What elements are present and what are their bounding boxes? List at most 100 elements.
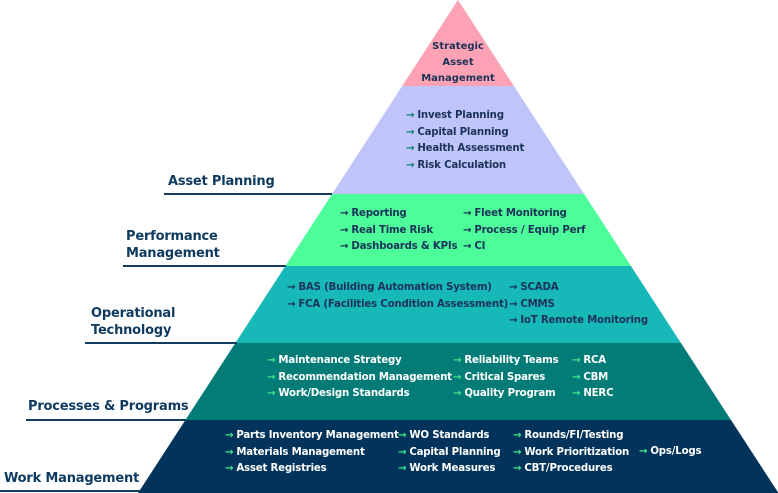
label-line: Performance [126, 229, 218, 244]
tier-item: →Work Measures [398, 461, 495, 478]
tier-item: →Dashboards & KPIs [340, 239, 458, 256]
arrow-icon: → [572, 388, 581, 399]
arrow-icon: → [398, 446, 407, 458]
item-label: NERC [583, 388, 614, 399]
tier-item: →Work Prioritization [513, 445, 629, 462]
arrow-icon: → [639, 446, 648, 457]
item-label: CBT/Procedures [524, 463, 613, 474]
item-label: CMMS [520, 298, 555, 310]
tier-item: →Parts Inventory Management [225, 428, 399, 445]
arrow-icon: → [406, 159, 415, 171]
arrow-icon: → [267, 371, 276, 383]
label-underline [85, 342, 237, 344]
arrow-icon: → [453, 355, 462, 366]
arrow-icon: → [572, 371, 581, 383]
tier-item: →Asset Registries [225, 461, 327, 478]
tier-item: →Work/Design Standards [267, 386, 410, 403]
tier-item: →Reporting [340, 206, 407, 223]
item-label: Reporting [351, 208, 407, 219]
label-asset-planning: Asset Planning [168, 174, 275, 189]
item-label: Capital Planning [417, 126, 509, 138]
item-label: Reliability Teams [464, 355, 559, 366]
item-label: Work/Design Standards [278, 388, 410, 399]
arrow-icon: → [267, 355, 276, 366]
tier-item: →CMMS [509, 297, 555, 314]
item-label: RCA [583, 355, 606, 366]
tier-operational-technology [235, 266, 681, 343]
item-label: Recommendation Management [278, 371, 452, 383]
tier-item: →RCA [572, 353, 606, 370]
tier-processes-programs [185, 343, 732, 420]
arrow-icon: → [406, 110, 415, 121]
tier-performance-management [285, 194, 631, 266]
tier-asset-planning [332, 86, 585, 194]
arrow-icon: → [453, 371, 462, 383]
item-label: Asset Registries [236, 463, 327, 474]
arrow-icon: → [340, 241, 349, 252]
arrow-icon: → [267, 388, 276, 399]
item-label: Risk Calculation [417, 159, 506, 171]
arrow-icon: → [398, 463, 407, 474]
arrow-icon: → [225, 430, 234, 441]
tier-item: →SCADA [509, 280, 559, 297]
item-label: Rounds/FI/Testing [524, 430, 624, 441]
arrow-icon: → [225, 446, 234, 458]
arrow-icon: → [406, 143, 415, 154]
strategic-asset-management-title: Strategic Asset Management [408, 39, 508, 87]
tier-item: →Quality Program [453, 386, 556, 403]
item-label: Invest Planning [417, 110, 504, 121]
arrow-icon: → [463, 208, 472, 219]
tier-item: →CI [463, 239, 485, 256]
label-line: Management [126, 246, 220, 261]
tier-item: →Process / Equip Perf [463, 223, 586, 240]
arrow-icon: → [463, 224, 472, 236]
label-underline [26, 419, 186, 421]
item-label: IoT Remote Monitoring [520, 315, 648, 326]
arrow-icon: → [225, 463, 234, 474]
item-label: Dashboards & KPIs [351, 241, 458, 252]
arrow-icon: → [340, 208, 349, 219]
label-underline [0, 490, 140, 492]
label-operational-technology: Operational Technology [91, 305, 175, 339]
item-label: Critical Spares [464, 371, 546, 383]
tier-strategic-asset-management [402, 0, 514, 86]
item-label: FCA (Facilities Condition Assessment) [298, 298, 509, 310]
label-underline [123, 265, 286, 267]
item-label: Fleet Monitoring [474, 208, 567, 219]
tier-work-management [138, 420, 778, 493]
item-label: Quality Program [464, 388, 556, 399]
arrow-icon: → [287, 298, 296, 310]
tier-item: →Ops/Logs [639, 444, 702, 461]
tier-item: →Maintenance Strategy [267, 353, 402, 370]
label-processes-programs: Processes & Programs [28, 399, 189, 414]
item-label: Process / Equip Perf [474, 224, 586, 236]
tier-item: →Materials Management [225, 445, 365, 462]
item-label: Ops/Logs [650, 446, 702, 457]
item-label: SCADA [520, 282, 559, 293]
item-label: Real Time Risk [351, 224, 433, 236]
item-label: WO Standards [409, 430, 490, 441]
label-underline [164, 193, 332, 195]
item-label: Materials Management [236, 446, 365, 458]
arrow-icon: → [406, 126, 415, 138]
tier-item: →Critical Spares [453, 370, 545, 387]
arrow-icon: → [513, 430, 522, 441]
tier-item: →BAS (Building Automation System) [287, 280, 492, 297]
tier-item: →Fleet Monitoring [463, 206, 567, 223]
arrow-icon: → [340, 224, 349, 236]
item-label: BAS (Building Automation System) [298, 282, 492, 293]
arrow-icon: → [287, 282, 296, 293]
label-line: Technology [91, 323, 172, 338]
tier-item: →IoT Remote Monitoring [509, 313, 648, 330]
tier-item: →Capital Planning [406, 125, 509, 142]
arrow-icon: → [463, 241, 472, 252]
tier-item: →WO Standards [398, 428, 489, 445]
tier-item: →NERC [572, 386, 614, 403]
label-line: Operational [91, 306, 176, 321]
item-label: Maintenance Strategy [278, 355, 402, 366]
tier-item: →CBT/Procedures [513, 461, 613, 478]
tier-item: →Reliability Teams [453, 353, 559, 370]
arrow-icon: → [398, 430, 407, 441]
tier-item: →Capital Planning [398, 445, 501, 462]
